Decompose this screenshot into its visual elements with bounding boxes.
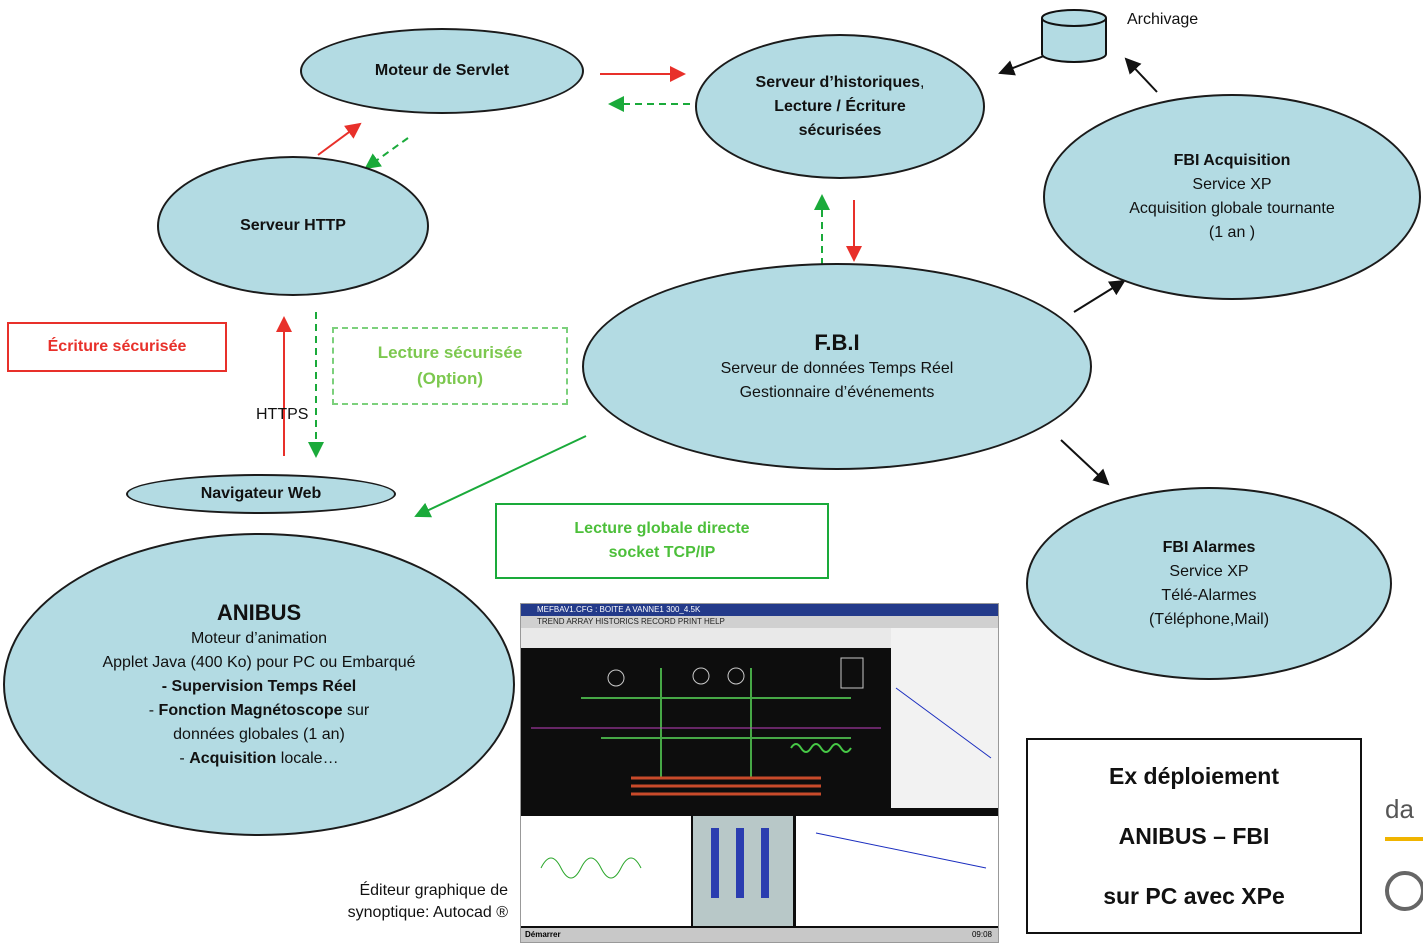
lecture-securisee-box: Lecture sécurisée (Option) (332, 327, 568, 405)
serveur-historiques-line2: Lecture / Écriture (774, 97, 906, 115)
ecriture-securisee-box: Écriture sécurisée (7, 322, 227, 372)
deploiement-box: Ex déploiement ANIBUS – FBI sur PC avec … (1026, 738, 1362, 934)
lecture-globale-box: Lecture globale directe socket TCP/IP (495, 503, 829, 579)
ecriture-securisee-label: Écriture sécurisée (47, 338, 187, 355)
editeur-caption-line1: Éditeur graphique de (359, 882, 508, 899)
arrow-http-to-servlet (317, 122, 362, 156)
moteur-servlet-node: Moteur de Servlet (300, 28, 584, 114)
editeur-caption: Éditeur graphique de synoptique: Autocad… (288, 880, 508, 924)
editeur-caption-line2: synoptique: Autocad ® (347, 904, 508, 921)
synoptique-screenshot: MEFBAV1.CFG : BOITE A VANNE1 300_4.5K TR… (520, 603, 999, 943)
fbi-acquisition-line: Service XP (1192, 176, 1272, 193)
deploiement-line2: ANIBUS – FBI (1118, 823, 1270, 849)
screenshot-title-bar: MEFBAV1.CFG : BOITE A VANNE1 300_4.5K (521, 604, 998, 616)
logo-circle-icon (1385, 871, 1423, 911)
arrow-fbi-to-anibus (414, 435, 587, 518)
arrow-acquisition-to-archivage (1124, 57, 1158, 93)
fbi-alarmes-node: FBI Alarmes Service XP Télé-Alarmes (Tél… (1026, 487, 1392, 680)
serveur-historiques-line1: Serveur d’historiques, (755, 73, 925, 91)
fbi-line: Gestionnaire d’événements (739, 383, 935, 401)
logo-underline (1385, 837, 1423, 841)
logo-fragment: da (1385, 794, 1423, 911)
navigateur-web-node: Navigateur Web (126, 474, 396, 514)
anibus-line: - Fonction Magnétoscope sur (148, 701, 370, 719)
screenshot-synoptic-drawing (521, 628, 998, 926)
serveur-http-node: Serveur HTTP (157, 156, 429, 296)
archivage-database-icon (1040, 8, 1108, 64)
lecture-securisee-line1: Lecture sécurisée (377, 343, 523, 362)
fbi-alarmes-line: Service XP (1169, 562, 1249, 580)
anibus-line: - Supervision Temps Réel (161, 677, 357, 695)
lecture-securisee-line2: (Option) (416, 369, 484, 388)
arrow-fbi-to-alarmes (1060, 439, 1110, 486)
deploiement-line3: sur PC avec XPe (1103, 883, 1285, 909)
fbi-line: Serveur de données Temps Réel (720, 359, 954, 377)
serveur-historiques-node: Serveur d’historiques, Lecture / Écritur… (695, 34, 985, 179)
arrow-servlet-to-http (364, 137, 409, 170)
screenshot-taskbar: Démarrer 09:08 (521, 928, 998, 942)
lecture-globale-line1: Lecture globale directe (574, 520, 750, 537)
anibus-node: ANIBUS Moteur d’animation Applet Java (4… (3, 533, 515, 836)
fbi-alarmes-line: Télé-Alarmes (1161, 586, 1257, 604)
fbi-acquisition-line: Acquisition globale tournante (1129, 200, 1335, 217)
start-button: Démarrer (525, 930, 561, 939)
anibus-line: Moteur d’animation (190, 629, 328, 647)
anibus-line: Applet Java (400 Ko) pour PC ou Embarqué (102, 653, 416, 671)
anibus-line: données globales (1 an) (173, 725, 345, 743)
fbi-alarmes-line: (Téléphone,Mail) (1148, 610, 1270, 628)
anibus-line: - Acquisition locale… (179, 749, 339, 767)
fbi-alarmes-title: FBI Alarmes (1162, 538, 1256, 556)
fbi-acquisition-title: FBI Acquisition (1173, 152, 1291, 169)
arrow-fbi-to-acquisition (1073, 279, 1126, 313)
moteur-servlet-title: Moteur de Servlet (374, 62, 510, 79)
anibus-title: ANIBUS (216, 599, 302, 625)
fbi-acquisition-node: FBI Acquisition Service XP Acquisition g… (1043, 94, 1421, 300)
fbi-title: F.B.I (814, 329, 860, 355)
taskbar-clock: 09:08 (971, 930, 992, 939)
navigateur-web-title: Navigateur Web (200, 485, 322, 502)
archivage-label: Archivage (1127, 11, 1199, 28)
serveur-http-title: Serveur HTTP (240, 217, 346, 234)
deploiement-line1: Ex déploiement (1109, 763, 1279, 789)
fbi-acquisition-line: (1 an ) (1208, 224, 1256, 241)
logo-text: da (1385, 794, 1414, 824)
serveur-historiques-line3: sécurisées (798, 121, 882, 139)
lecture-globale-line2: socket TCP/IP (608, 544, 716, 561)
fbi-node: F.B.I Serveur de données Temps Réel Gest… (582, 263, 1092, 470)
https-label: HTTPS (256, 406, 309, 423)
screenshot-menu-bar: TREND ARRAY HISTORICS RECORD PRINT HELP (521, 616, 998, 628)
